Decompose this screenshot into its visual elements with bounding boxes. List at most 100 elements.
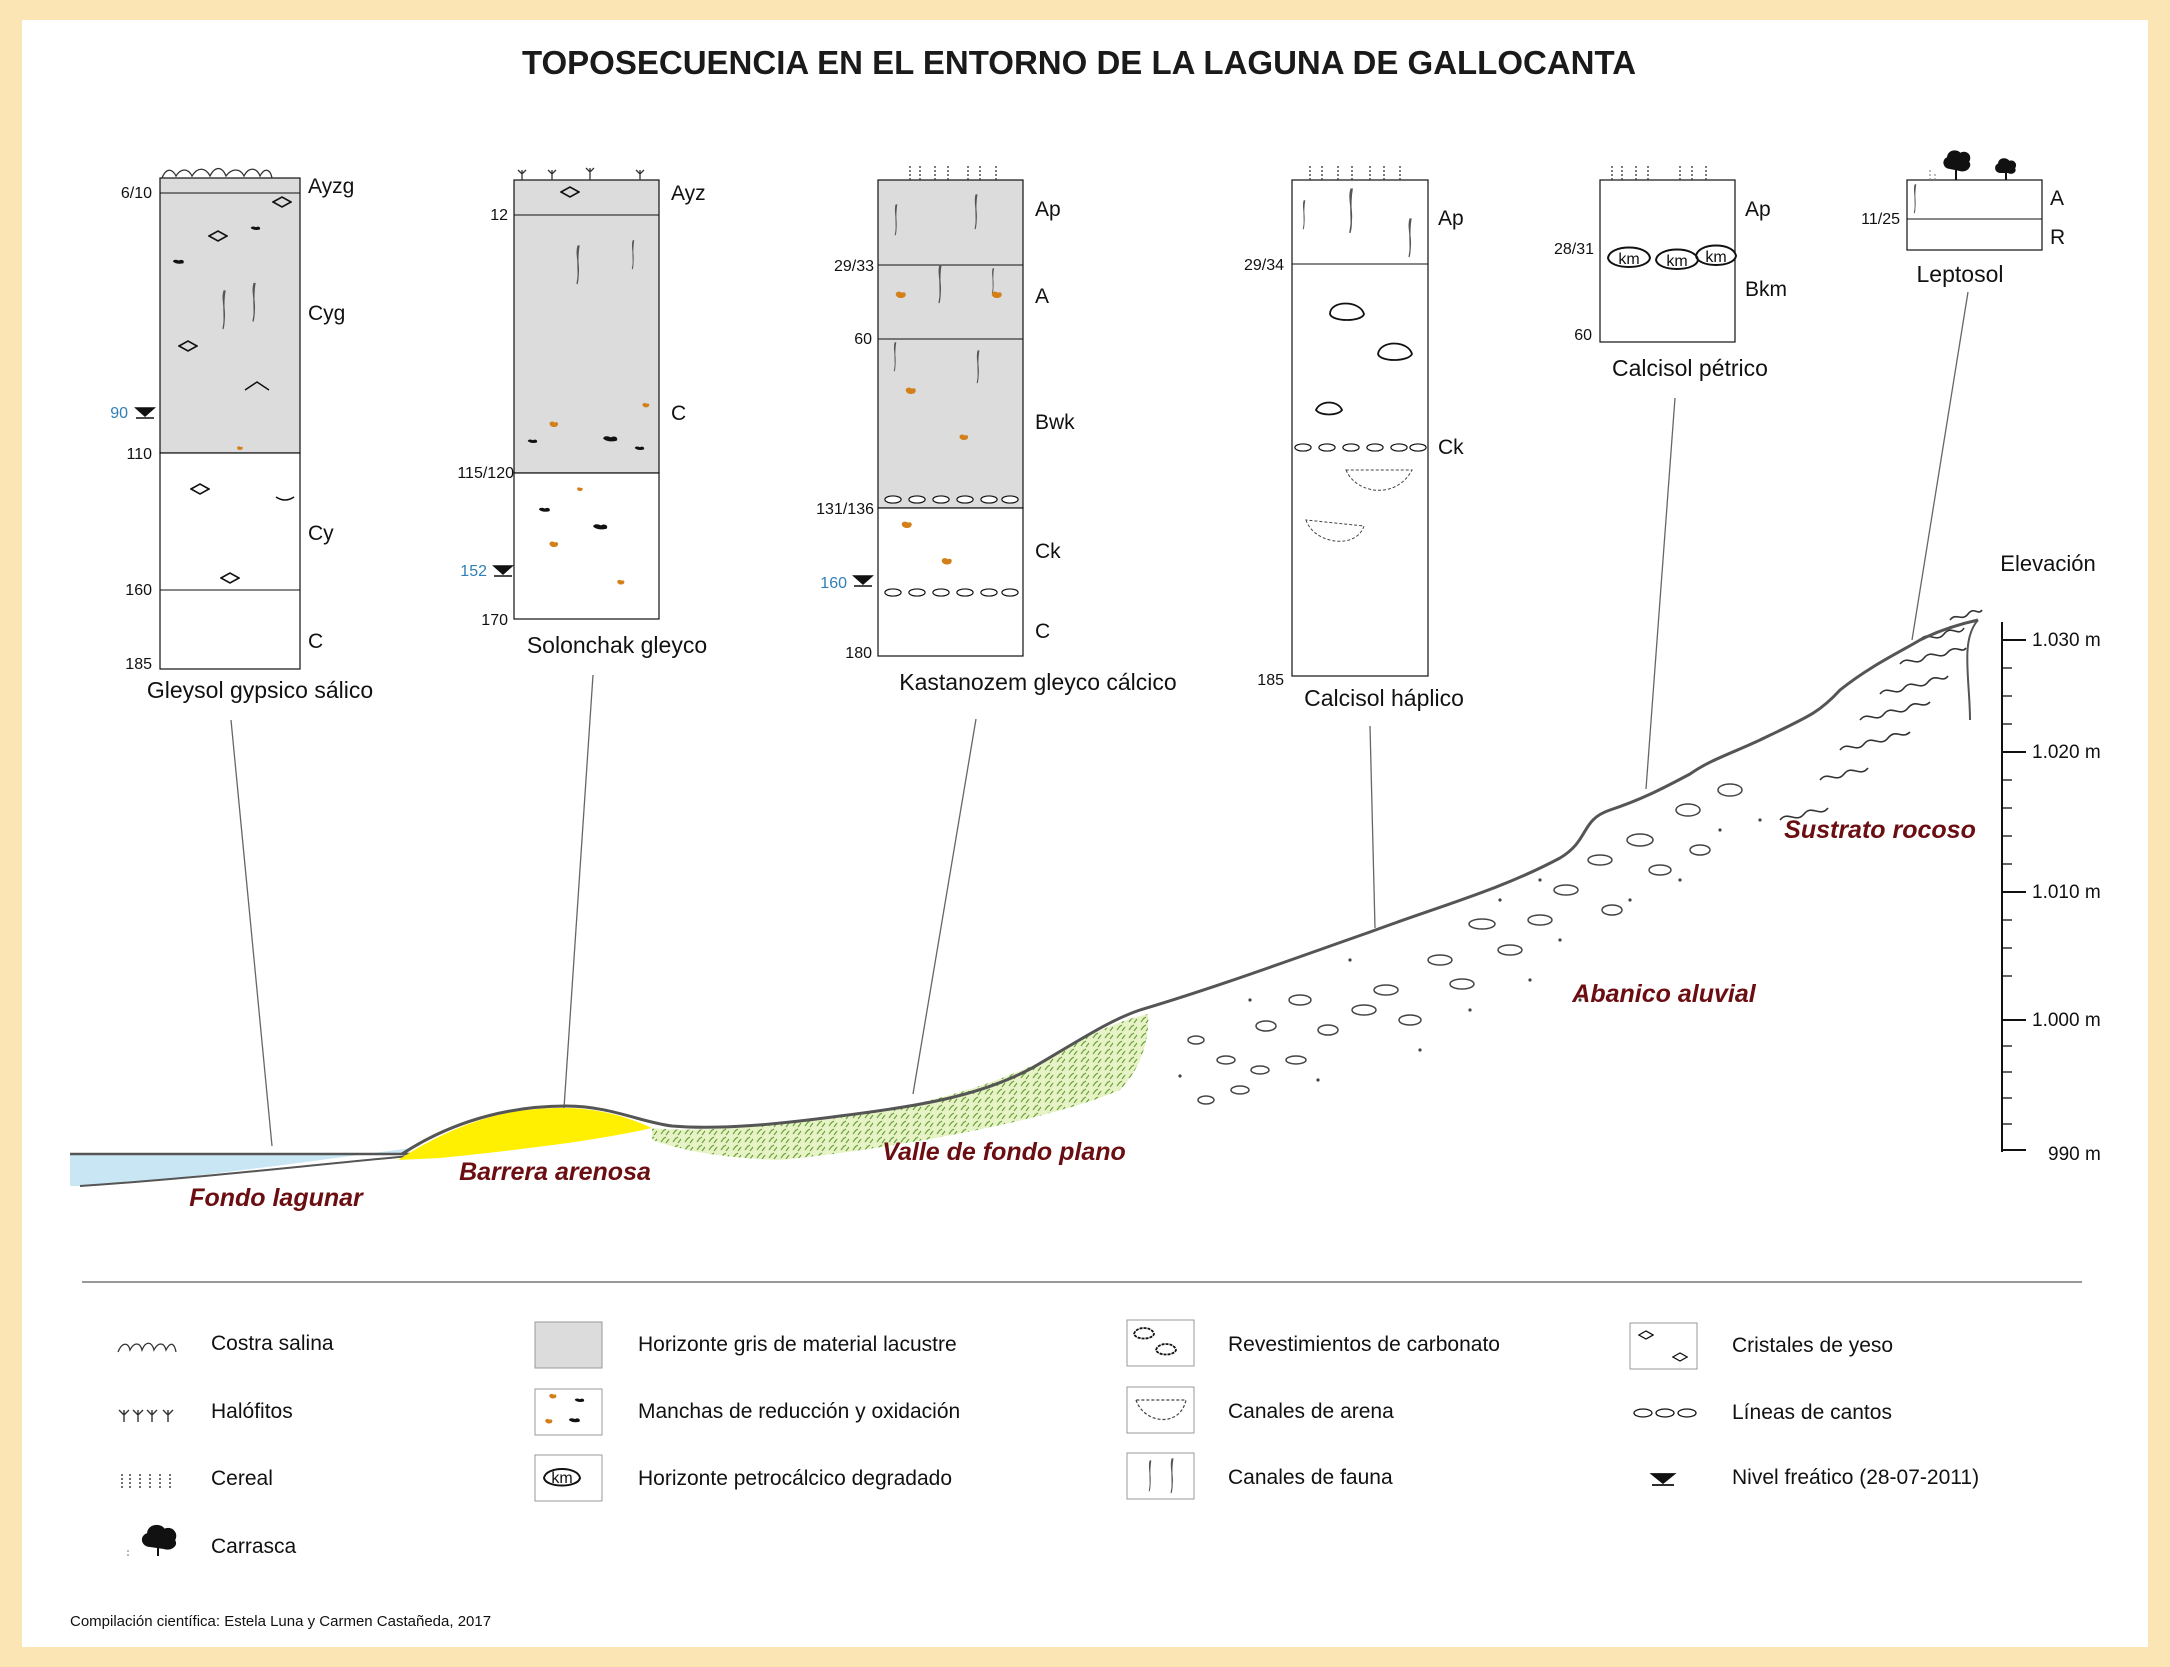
landform-label: Fondo lagunar: [189, 1184, 364, 1212]
tick-label: 1.030 m: [2032, 630, 2101, 651]
sand-barrier: [398, 1108, 652, 1160]
legend-label: Líneas de cantos: [1732, 1401, 1892, 1424]
carbonate-coatings-icon: [1314, 302, 1413, 416]
horizon-label: Cy: [308, 522, 334, 545]
horizon-label: Ayz: [671, 182, 706, 205]
tick-label: 1.020 m: [2032, 742, 2101, 763]
lagoon-water: [70, 1148, 412, 1186]
horizon-label: A: [1035, 285, 1049, 308]
profile-calcisol-haplico: Ap Ck 29/34 185 Calcisol háplico: [1244, 166, 1464, 711]
legend-item: Cristales de yeso: [1629, 1322, 1893, 1370]
legend-label: Costra salina: [211, 1332, 334, 1355]
grey-horizon-icon: [534, 1321, 603, 1369]
legend-item: Revestimientos de carbonato: [1126, 1319, 1500, 1367]
salt-crust-icon: [161, 167, 273, 179]
svg-text:km: km: [1618, 251, 1639, 268]
cross-section: [70, 609, 1983, 1187]
legend-label: Carrasca: [211, 1535, 297, 1558]
depth-label: 185: [1257, 672, 1284, 689]
water-table-icon: [134, 407, 156, 419]
profile-name: Calcisol háplico: [1304, 685, 1464, 711]
holm-oak-icon: [142, 1524, 177, 1556]
legend-label: Horizonte petrocálcico degradado: [638, 1467, 952, 1490]
depth-label: 12: [490, 207, 508, 224]
axis-title: Elevación: [2000, 551, 2095, 576]
water-table-depth: 90: [110, 405, 128, 422]
ground-surface: [401, 618, 1979, 1156]
depth-label: 29/33: [834, 258, 874, 275]
profile-name: Kastanozem gleyco cálcico: [899, 669, 1176, 695]
legend-item: Líneas de cantos: [1633, 1401, 1892, 1424]
elevation-axis: Elevación 1.030 m 1.020 m 1.010 m 1.000 …: [2000, 551, 2101, 1165]
depth-label: 110: [126, 446, 152, 463]
legend-item: Canales de fauna: [1126, 1452, 1393, 1500]
depth-label: 170: [481, 612, 508, 629]
tick-label: 1.000 m: [2032, 1010, 2101, 1031]
halophytes-icon: [517, 167, 645, 180]
legend-label: Nivel freático (28-07-2011): [1732, 1466, 1979, 1489]
profile-calcisol-petrico: km km km Ap Bkm 28/31 60 Calcisol pétric…: [1554, 166, 1787, 381]
profile-kastanozem: Ap A Bwk Ck C 29/33 60 131/136 180 160 K…: [816, 166, 1177, 695]
depth-label: 60: [1574, 327, 1592, 344]
water-table-depth: 152: [460, 563, 487, 580]
horizon-label: Ap: [1438, 207, 1464, 230]
svg-text:km: km: [551, 1470, 572, 1487]
profile-name: Calcisol pétrico: [1612, 355, 1768, 381]
depth-label: 28/31: [1554, 241, 1594, 258]
cereal-icon: [1309, 166, 1401, 180]
holm-oak-icon: [1929, 150, 2017, 180]
horizon-label: Bkm: [1745, 278, 1787, 301]
profile-name: Leptosol: [1917, 261, 2004, 287]
legend-item: Nivel freático (28-07-2011): [1649, 1466, 1979, 1489]
profile-name: Gleysol gypsico sálico: [147, 677, 373, 703]
credit-line: Compilación científica: Estela Luna y Ca…: [70, 1613, 491, 1630]
legend-label: Halófitos: [211, 1400, 293, 1423]
depth-label: 160: [125, 582, 152, 599]
halophytes-icon: [118, 1409, 174, 1422]
profile-gleysol: Ayzg Cyg Cy C 6/10 110 160 185 90 Gleyso…: [110, 167, 373, 703]
cereal-icon: [121, 1472, 171, 1488]
horizon-label: Ck: [1035, 540, 1061, 563]
horizon-label: Cyg: [308, 302, 345, 325]
landform-label: Sustrato rocoso: [1784, 816, 1976, 844]
depth-label: 11/25: [1861, 211, 1900, 228]
petrocalcic-icon: km km km: [1606, 244, 1738, 270]
depth-label: 131/136: [816, 501, 874, 518]
alluvial-fan-clasts: [1187, 783, 1743, 1105]
legend-item: Canales de arena: [1126, 1386, 1394, 1434]
horizon-label: R: [2050, 226, 2065, 249]
tick-label: 990 m: [2048, 1144, 2101, 1165]
carbonate-coatings-icon: [1133, 1327, 1177, 1356]
legend-label: Cristales de yeso: [1732, 1334, 1893, 1357]
landform-label: Valle de fondo plano: [882, 1138, 1126, 1166]
landform-label: Abanico aluvial: [1571, 980, 1756, 1008]
redox-mottles-icon: [534, 1388, 603, 1436]
legend-label: Horizonte gris de material lacustre: [638, 1333, 957, 1356]
legend-item: km Horizonte petrocálcico degradado: [534, 1454, 952, 1502]
valley-fill: [652, 1014, 1149, 1160]
legend-label: Canales de fauna: [1228, 1466, 1393, 1489]
water-table-depth: 160: [820, 575, 847, 592]
legend-label: Cereal: [211, 1467, 273, 1490]
horizon-label: C: [1035, 620, 1050, 643]
depth-label: 60: [854, 331, 872, 348]
legend-item: Carrasca: [127, 1524, 297, 1558]
svg-text:km: km: [1705, 249, 1726, 266]
horizon-label: Ap: [1745, 198, 1771, 221]
cereal-icon: [909, 166, 997, 180]
legend-label: Revestimientos de carbonato: [1228, 1333, 1500, 1356]
legend: Costra salina Halófitos Cereal Carrasca …: [117, 1319, 1979, 1558]
alluvial-fan-dots: [1178, 818, 1762, 1082]
legend-item: Manchas de reducción y oxidación: [534, 1388, 960, 1436]
profile-name: Solonchak gleyco: [527, 632, 707, 658]
depth-label: 115/120: [457, 465, 514, 482]
legend-label: Manchas de reducción y oxidación: [638, 1400, 960, 1423]
profile-leader-lines: [230, 291, 1969, 1147]
water-table-icon: [1649, 1473, 1677, 1486]
poster-panel: [22, 20, 2148, 1647]
horizon-label: Ayzg: [308, 175, 354, 198]
cereal-icon: [1611, 166, 1707, 180]
depth-label: 185: [125, 656, 152, 673]
horizon-label: A: [2050, 187, 2064, 210]
